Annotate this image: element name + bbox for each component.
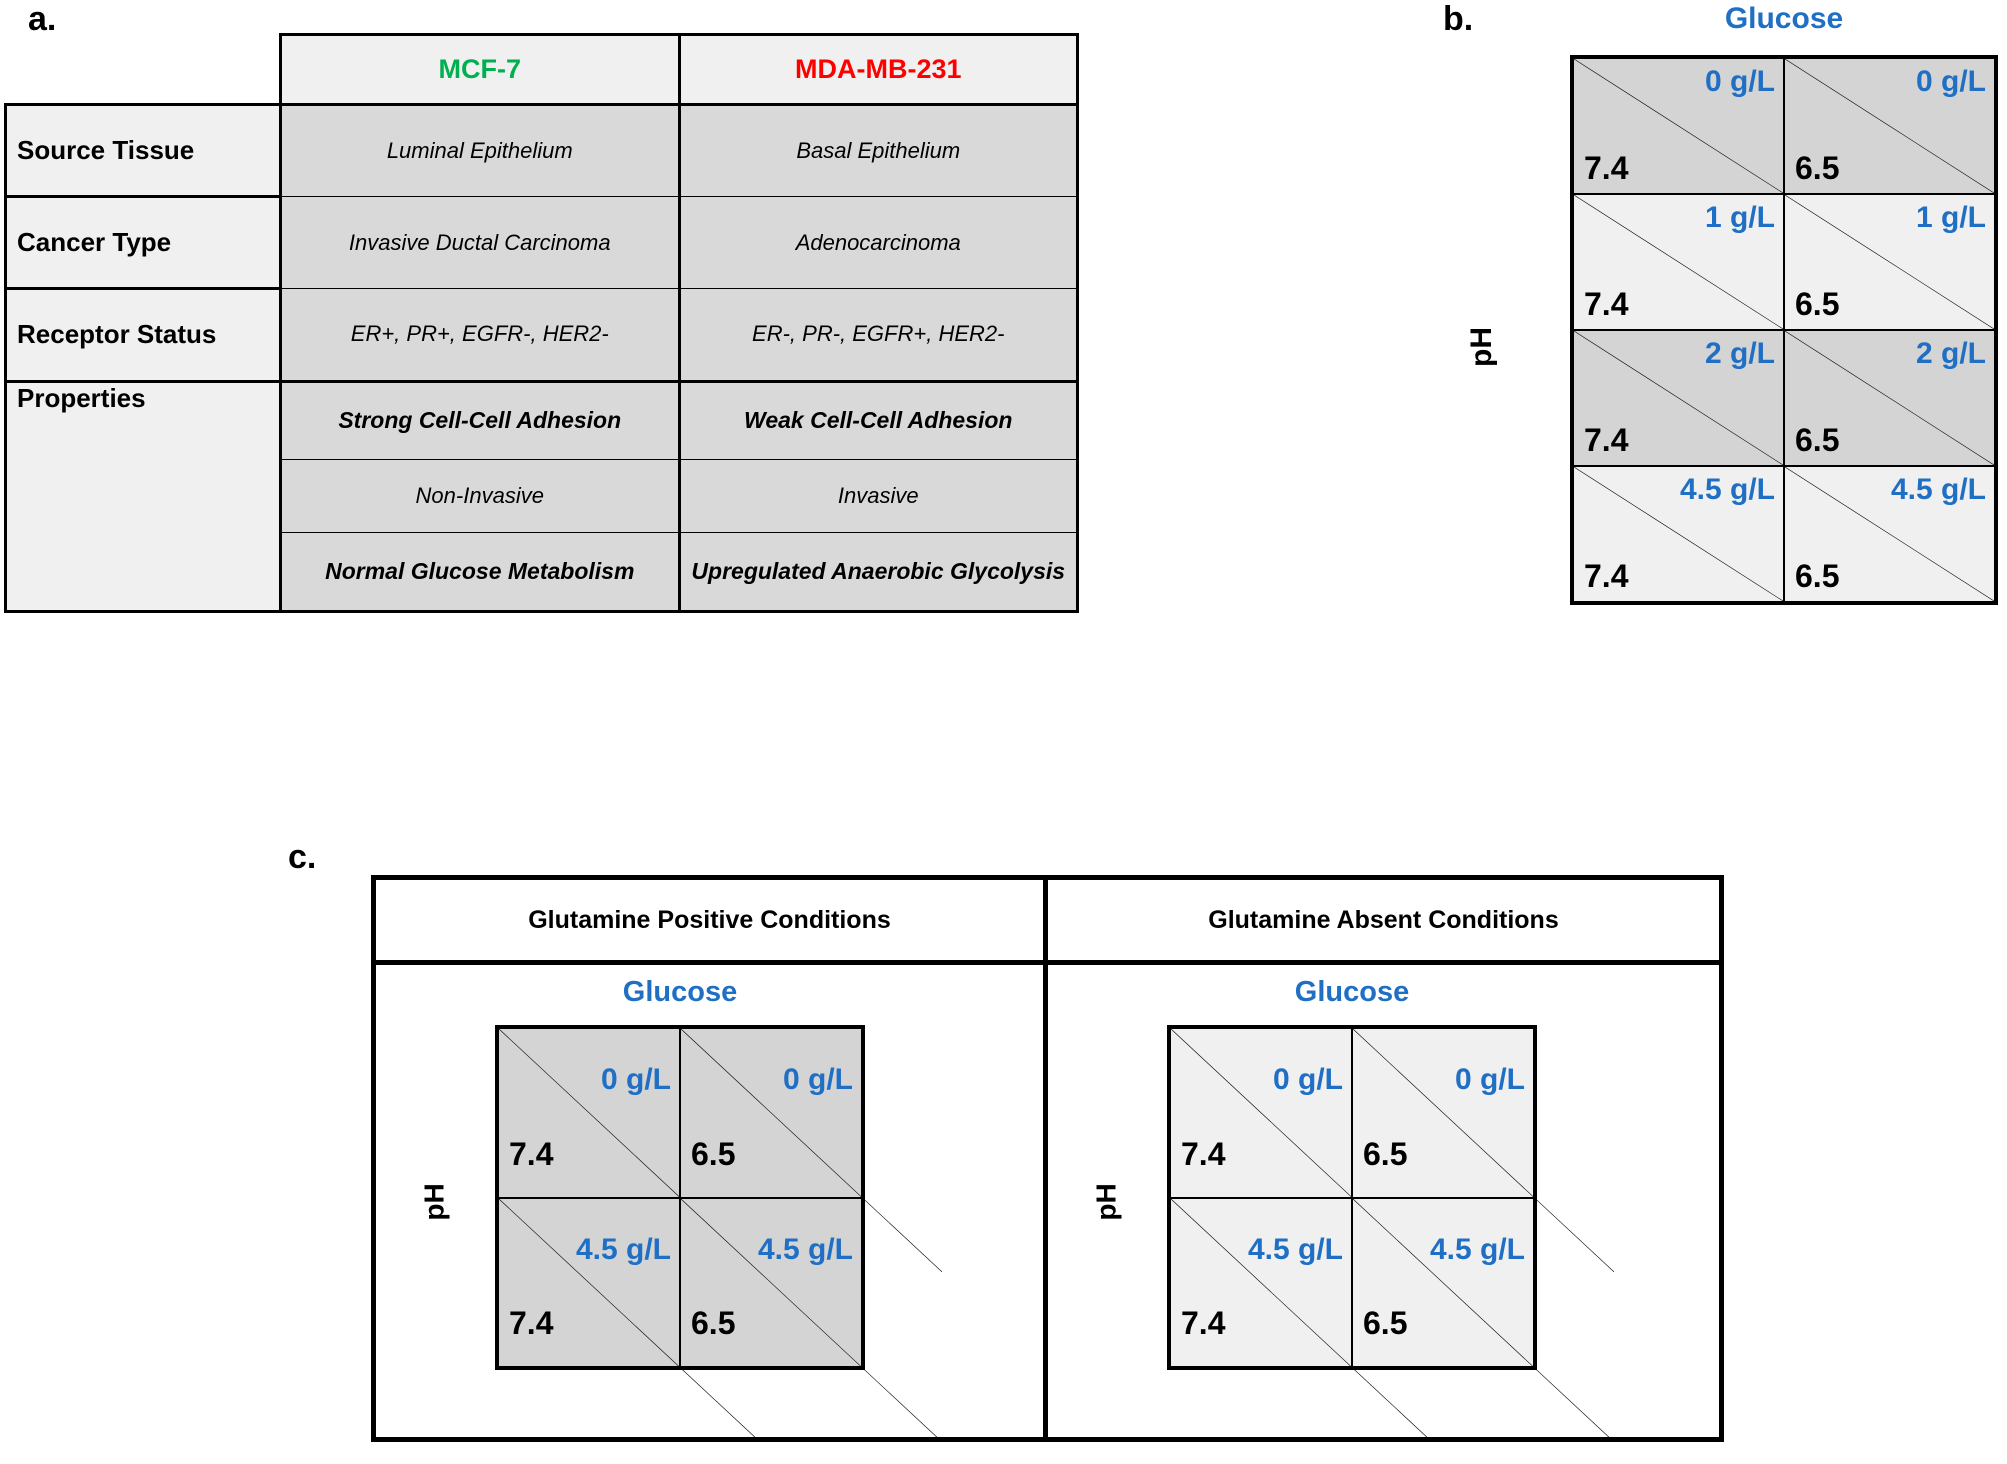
ph-value: 6.5 bbox=[691, 1305, 736, 1341]
ph-value: 6.5 bbox=[1795, 286, 1840, 322]
glucose-value: 0 g/L bbox=[600, 1063, 671, 1096]
ph-value: 7.4 bbox=[509, 1305, 554, 1341]
condition-cell[interactable]: 4.5 g/L 7.4 bbox=[498, 1197, 680, 1368]
glucose-value: 0 g/L bbox=[1454, 1063, 1525, 1096]
condition-cell[interactable]: 0 g/L 7.4 bbox=[1573, 58, 1784, 194]
glucose-value: 4.5 g/L bbox=[1429, 1232, 1525, 1266]
grid-c-right-ph-axis-label: pH bbox=[1090, 1183, 1122, 1221]
grid-c-right-glucose-axis-label: Glucose bbox=[1294, 976, 1410, 1008]
cell-mcf7-source-tissue: Luminal Epithelium bbox=[279, 102, 681, 198]
panel-a-letter: a. bbox=[28, 0, 57, 38]
comparison-table: MCF-7 MDA-MB-231 Source Tissue Luminal E… bbox=[4, 33, 1079, 614]
ph-value: 6.5 bbox=[691, 1135, 736, 1172]
cell-mda-invasiveness: Invasive bbox=[677, 459, 1079, 534]
panel-c-frame: Glutamine Positive Conditions Glucose pH… bbox=[371, 875, 1724, 1442]
cell-line-comparison-table: MCF-7 MDA-MB-231 Source Tissue Luminal E… bbox=[4, 33, 1079, 614]
condition-cell[interactable]: 2 g/L 7.4 bbox=[1573, 330, 1784, 466]
grid-c-left-glucose-axis-label: Glucose bbox=[622, 976, 738, 1008]
row-label-source-tissue: Source Tissue bbox=[4, 102, 282, 199]
condition-cell[interactable]: 4.5 g/L 7.4 bbox=[1573, 466, 1784, 602]
column-header-mcf7: MCF-7 bbox=[279, 33, 681, 106]
glucose-value: 4.5 g/L bbox=[575, 1232, 671, 1266]
glucose-value: 4.5 g/L bbox=[757, 1232, 853, 1266]
ph-value: 7.4 bbox=[1584, 558, 1629, 594]
grid-b-glucose-axis-label: Glucose bbox=[1724, 2, 1844, 35]
table-row: Normal Glucose Metabolism Upregulated An… bbox=[6, 532, 1079, 613]
table-row: Non-Invasive Invasive bbox=[6, 459, 1079, 534]
cell-mda-receptor-status: ER-, PR-, EGFR+, HER2- bbox=[677, 288, 1079, 382]
ph-value: 7.4 bbox=[1181, 1135, 1226, 1172]
table-row: Cancer Type Invasive Ductal Carcinoma Ad… bbox=[4, 195, 1079, 291]
grid-c-left-ph-axis-label: pH bbox=[418, 1183, 450, 1221]
ph-value: 7.4 bbox=[509, 1135, 554, 1172]
glucose-value: 2 g/L bbox=[1704, 337, 1775, 370]
condition-cell[interactable]: 0 g/L 6.5 bbox=[680, 1028, 862, 1198]
cell-mda-cancer-type: Adenocarcinoma bbox=[677, 196, 1079, 290]
condition-cell[interactable]: 0 g/L 6.5 bbox=[1784, 58, 1995, 194]
glutamine-positive-header: Glutamine Positive Conditions bbox=[376, 880, 1043, 965]
cell-mcf7-cancer-type: Invasive Ductal Carcinoma bbox=[279, 196, 681, 290]
cell-mda-metabolism: Upregulated Anaerobic Glycolysis bbox=[677, 532, 1079, 613]
cell-mda-source-tissue: Basal Epithelium bbox=[677, 102, 1079, 198]
ph-value: 6.5 bbox=[1795, 150, 1840, 186]
condition-grid-panel-b: 0 g/L 7.4 0 g/L 6.5 1 g/L 7.4 1 g/L 6.5 … bbox=[1570, 55, 1998, 605]
row-label-receptor-status: Receptor Status bbox=[4, 287, 282, 383]
cell-mda-adhesion: Weak Cell-Cell Adhesion bbox=[677, 379, 1079, 461]
glucose-value: 2 g/L bbox=[1915, 337, 1986, 370]
ph-value: 7.4 bbox=[1181, 1305, 1226, 1341]
condition-cell[interactable]: 1 g/L 7.4 bbox=[1573, 194, 1784, 330]
row-label-properties: Properties bbox=[4, 379, 282, 614]
row-label-cancer-type: Cancer Type bbox=[4, 195, 282, 291]
ph-value: 6.5 bbox=[1363, 1305, 1408, 1341]
condition-cell[interactable]: 4.5 g/L 6.5 bbox=[680, 1197, 862, 1368]
cell-mcf7-metabolism: Normal Glucose Metabolism bbox=[279, 532, 681, 613]
condition-cell[interactable]: 0 g/L 7.4 bbox=[1170, 1028, 1352, 1198]
glucose-value: 1 g/L bbox=[1915, 201, 1986, 234]
panel-c-letter: c. bbox=[288, 838, 317, 876]
glucose-value: 4.5 g/L bbox=[1679, 473, 1775, 506]
condition-cell[interactable]: 2 g/L 6.5 bbox=[1784, 330, 1995, 466]
column-header-mda-mb-231: MDA-MB-231 bbox=[677, 33, 1079, 106]
ph-value: 6.5 bbox=[1363, 1135, 1408, 1172]
glucose-value: 0 g/L bbox=[1704, 65, 1775, 98]
glucose-value: 4.5 g/L bbox=[1890, 473, 1986, 506]
ph-value: 7.4 bbox=[1584, 150, 1629, 186]
glucose-value: 0 g/L bbox=[1915, 65, 1986, 98]
condition-cell[interactable]: 1 g/L 6.5 bbox=[1784, 194, 1995, 330]
glucose-value: 0 g/L bbox=[782, 1063, 853, 1096]
table-row: Receptor Status ER+, PR+, EGFR-, HER2- E… bbox=[4, 287, 1079, 383]
glucose-value: 0 g/L bbox=[1272, 1063, 1343, 1096]
glucose-value: 1 g/L bbox=[1704, 201, 1775, 234]
condition-cell[interactable]: 4.5 g/L 6.5 bbox=[1352, 1197, 1534, 1368]
ph-value: 7.4 bbox=[1584, 422, 1629, 458]
table-header-row: MCF-7 MDA-MB-231 bbox=[5, 33, 1079, 106]
ph-value: 6.5 bbox=[1795, 422, 1840, 458]
glutamine-absent-header: Glutamine Absent Conditions bbox=[1048, 880, 1719, 965]
table-corner-blank bbox=[5, 34, 281, 105]
glucose-value: 4.5 g/L bbox=[1247, 1232, 1343, 1266]
table-row: Properties Strong Cell-Cell Adhesion Wea… bbox=[4, 379, 1079, 614]
condition-cell[interactable]: 4.5 g/L 6.5 bbox=[1784, 466, 1995, 602]
glutamine-positive-section: Glutamine Positive Conditions Glucose pH… bbox=[376, 880, 1048, 1437]
cell-mcf7-receptor-status: ER+, PR+, EGFR-, HER2- bbox=[279, 288, 681, 382]
condition-grid-glutamine-absent: 0 g/L 7.4 0 g/L 6.5 4.5 g/L 7.4 bbox=[1167, 1025, 1537, 1370]
table-row: Source Tissue Luminal Epithelium Basal E… bbox=[4, 102, 1079, 199]
panel-b-letter: b. bbox=[1443, 0, 1474, 38]
cell-mcf7-adhesion: Strong Cell-Cell Adhesion bbox=[279, 379, 681, 461]
condition-grid-glutamine-positive: 0 g/L 7.4 0 g/L 6.5 4.5 g/L 7.4 bbox=[495, 1025, 865, 1370]
grid-b-ph-axis-label: pH bbox=[1465, 327, 1498, 367]
condition-cell[interactable]: 4.5 g/L 7.4 bbox=[1170, 1197, 1352, 1368]
ph-value: 7.4 bbox=[1584, 286, 1629, 322]
condition-cell[interactable]: 0 g/L 7.4 bbox=[498, 1028, 680, 1198]
condition-cell[interactable]: 0 g/L 6.5 bbox=[1352, 1028, 1534, 1198]
glutamine-absent-section: Glutamine Absent Conditions Glucose pH 0… bbox=[1048, 880, 1719, 1437]
cell-mcf7-invasiveness: Non-Invasive bbox=[279, 459, 681, 534]
ph-value: 6.5 bbox=[1795, 558, 1840, 594]
